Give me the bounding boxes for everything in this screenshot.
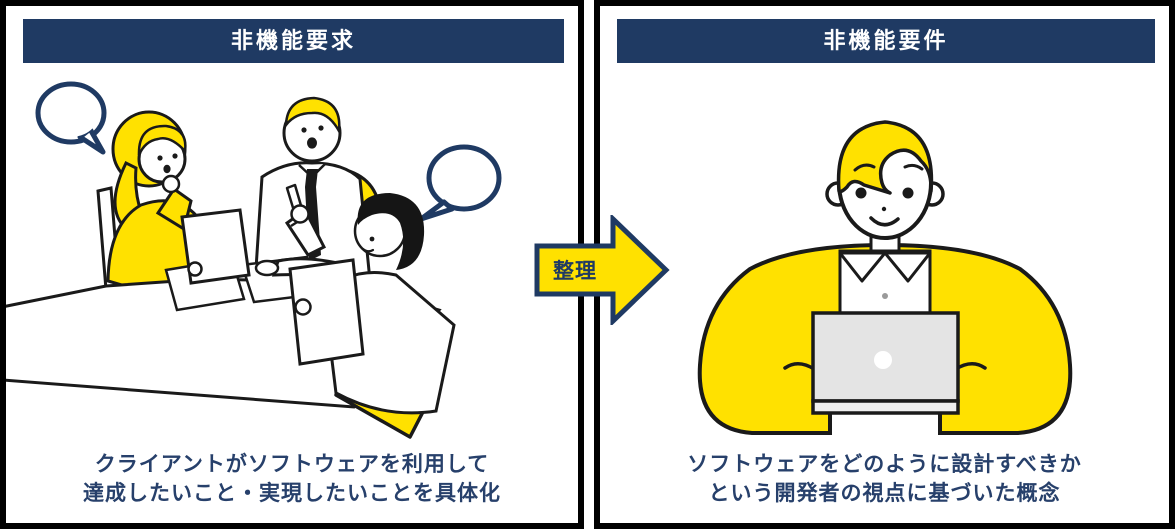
- laptop-icon: [811, 311, 960, 415]
- person-figure-black-hair: [288, 193, 456, 415]
- caption-line: 達成したいこと・実現したいことを具体化: [83, 482, 501, 506]
- arrow-label: 整理: [553, 259, 597, 283]
- panel-header-left: 非機能要求: [23, 19, 564, 63]
- caption-line: ソフトウェアをどのように設計すべきか: [687, 453, 1082, 477]
- caption-right: ソフトウェアをどのように設計すべきか という開発者の視点に基づいた概念: [606, 451, 1163, 509]
- panel-requirements-definition: 非機能要件: [594, 0, 1175, 529]
- caption-left: クライアントがソフトウェアを利用して 達成したいこと・実現したいことを具体化: [12, 451, 572, 509]
- right-arrow-icon: [534, 215, 670, 325]
- panel-header-right: 非機能要件: [617, 19, 1155, 63]
- panel-requirements-demand: 非機能要求: [0, 0, 584, 529]
- speech-bubble-icon: [418, 144, 502, 222]
- developer-illustration: [697, 120, 1073, 435]
- meeting-illustration: [6, 81, 502, 439]
- transform-arrow: 整理: [534, 215, 671, 325]
- caption-line: クライアントがソフトウェアを利用して: [94, 453, 490, 477]
- speech-bubble-icon: [35, 81, 107, 155]
- caption-line: という開発者の視点に基づいた概念: [708, 482, 1061, 506]
- man-figure-pointing: [253, 96, 372, 286]
